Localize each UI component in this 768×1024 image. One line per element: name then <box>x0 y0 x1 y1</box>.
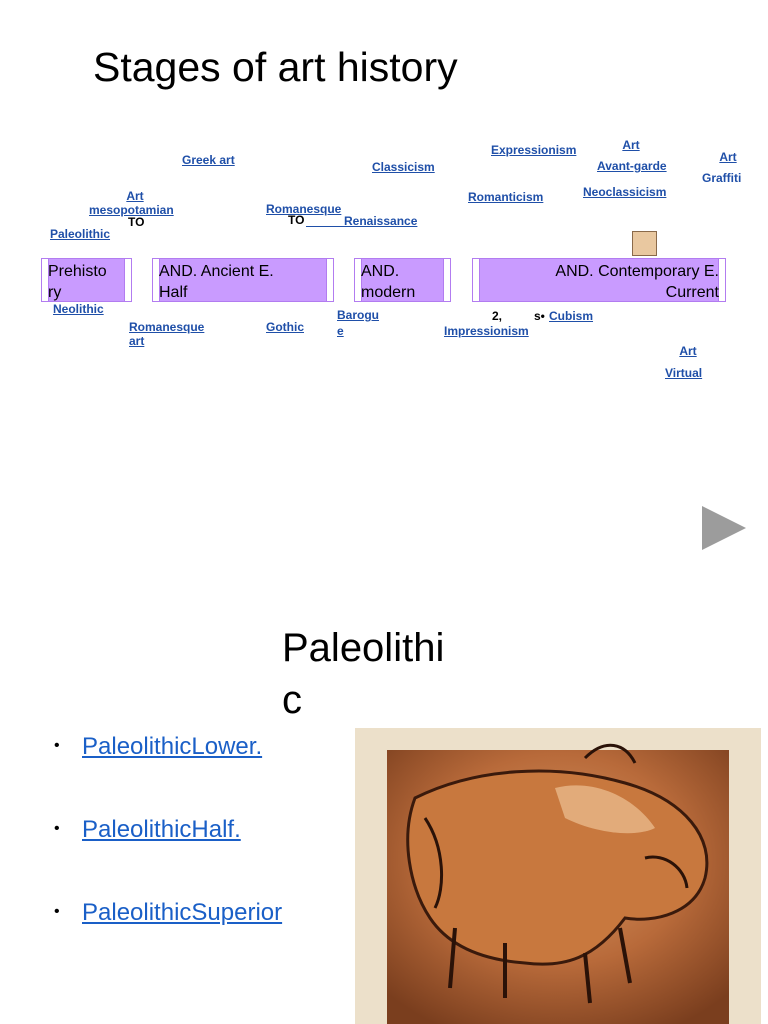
era-contemporary-line1: AND. Contemporary E. <box>555 263 719 280</box>
era-ancient-line1: AND. Ancient E. <box>159 263 274 280</box>
era-tick <box>718 258 726 302</box>
era-modern-line1: AND. <box>361 263 400 280</box>
era-contemporary-line2: Current <box>665 284 719 301</box>
link-greek-art[interactable]: Greek art <box>182 153 235 167</box>
link-romanesque-art-1[interactable]: Romanesque <box>129 320 205 334</box>
list-item-paleolithic-superior[interactable]: PaleolithicSuperior <box>82 899 283 926</box>
link-art-mesopotamian-1[interactable]: Art <box>126 189 144 203</box>
era-tick <box>354 258 362 302</box>
mark-s: s• <box>534 309 545 323</box>
link-baroque-2[interactable]: e <box>337 324 344 338</box>
link-expressionism[interactable]: Expressionism <box>491 143 577 157</box>
decorative-square <box>632 231 657 256</box>
link-art-mesopotamian-2[interactable]: mesopotamian <box>89 203 174 217</box>
link-cubism[interactable]: Cubism <box>549 309 594 323</box>
link-romanesque-top[interactable]: Romanesque <box>266 202 342 216</box>
page-title: Stages of art history <box>93 44 458 90</box>
era-prehistory-line1: Prehisto <box>48 263 107 280</box>
bullet-icon: • <box>54 820 60 837</box>
section-title: Paleolithi c <box>282 622 482 726</box>
link-impressionism[interactable]: Impressionism <box>444 324 529 338</box>
link-neoclassicism[interactable]: Neoclassicism <box>583 185 667 199</box>
era-modern-line2: modern <box>361 284 416 301</box>
era-modern: AND. modern <box>354 258 451 302</box>
era-tick <box>472 258 480 302</box>
bison-drawing <box>355 728 761 1024</box>
to-label-1: TO <box>128 215 145 229</box>
era-contemporary: AND. Contemporary E. Current <box>472 258 726 302</box>
era-prehistory-line2: ry <box>48 284 62 301</box>
bullet-icon: • <box>54 737 60 754</box>
era-ancient-line2: Half <box>159 284 188 301</box>
link-avant-garde-1[interactable]: Art <box>622 138 640 152</box>
link-graffiti-1[interactable]: Art <box>719 150 737 164</box>
to-label-2: TO <box>288 213 305 227</box>
section-title-line2: c <box>282 678 302 722</box>
link-renaissance[interactable]: Renaissance <box>344 214 418 228</box>
play-triangle-icon[interactable] <box>702 506 746 550</box>
link-virtual-art-1[interactable]: Art <box>679 344 697 358</box>
bullet-icon: • <box>54 903 60 920</box>
link-virtual-art-2[interactable]: Virtual <box>665 366 703 380</box>
section-title-line1: Paleolithi <box>282 626 445 670</box>
link-avant-garde-2[interactable]: Avant-garde <box>597 159 667 173</box>
list-item-paleolithic-half[interactable]: PaleolithicHalf. <box>82 816 241 843</box>
cave-painting-bison-image <box>355 728 761 1024</box>
link-classicism[interactable]: Classicism <box>372 160 435 174</box>
link-romanticism[interactable]: Romanticism <box>468 190 544 204</box>
link-baroque-1[interactable]: Barogu <box>337 308 379 322</box>
era-ancient: AND. Ancient E. Half <box>152 258 334 302</box>
era-tick <box>152 258 160 302</box>
era-tick <box>124 258 132 302</box>
link-romanesque-art-2[interactable]: art <box>129 334 145 348</box>
era-prehistory: Prehisto ry <box>41 258 132 302</box>
link-gothic[interactable]: Gothic <box>266 320 304 334</box>
link-paleolithic[interactable]: Paleolithic <box>50 227 111 241</box>
mark-2: 2, <box>492 309 503 323</box>
link-graffiti-2[interactable]: Graffiti <box>702 171 742 185</box>
connector-line <box>306 226 346 227</box>
era-tick <box>326 258 334 302</box>
era-tick <box>443 258 451 302</box>
list-item-paleolithic-lower[interactable]: PaleolithicLower. <box>82 733 263 760</box>
link-neolithic[interactable]: Neolithic <box>53 302 104 316</box>
era-tick <box>41 258 49 302</box>
